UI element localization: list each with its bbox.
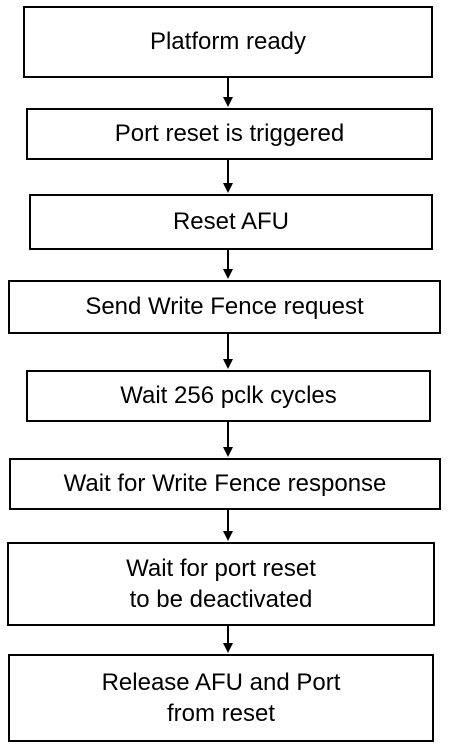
arrow-2 <box>223 160 233 193</box>
step-port-reset-triggered: Port reset is triggered <box>26 108 433 160</box>
arrow-7 <box>223 626 233 653</box>
arrow-4 <box>223 334 233 369</box>
step-label-line-1: Release AFU and Port <box>101 668 341 696</box>
step-platform-ready: Platform ready <box>23 6 433 78</box>
step-wait-port-reset-deactivated: Wait for port reset to be deactivated <box>7 542 435 626</box>
arrow-1 <box>223 78 233 107</box>
step-label: Port reset is triggered <box>114 120 345 148</box>
step-label: Send Write Fence request <box>85 293 364 321</box>
step-wait-pclk-cycles: Wait 256 pclk cycles <box>26 370 431 422</box>
step-label-line-1: Wait for port reset <box>126 554 316 582</box>
arrow-3 <box>223 250 233 279</box>
step-wait-write-fence-response: Wait for Write Fence response <box>9 458 441 510</box>
arrow-5 <box>223 422 233 457</box>
step-label: Reset AFU <box>172 208 290 236</box>
step-label-line-2: from reset <box>166 700 276 727</box>
step-label: Platform ready <box>149 28 307 56</box>
arrow-6 <box>223 510 233 541</box>
step-reset-afu: Reset AFU <box>29 194 433 250</box>
step-send-write-fence-request: Send Write Fence request <box>8 280 441 334</box>
step-label: Wait 256 pclk cycles <box>120 382 337 410</box>
step-label-line-2: to be deactivated <box>129 586 313 613</box>
step-label: Wait for Write Fence response <box>63 470 387 498</box>
step-release-afu-and-port: Release AFU and Port from reset <box>8 654 434 742</box>
